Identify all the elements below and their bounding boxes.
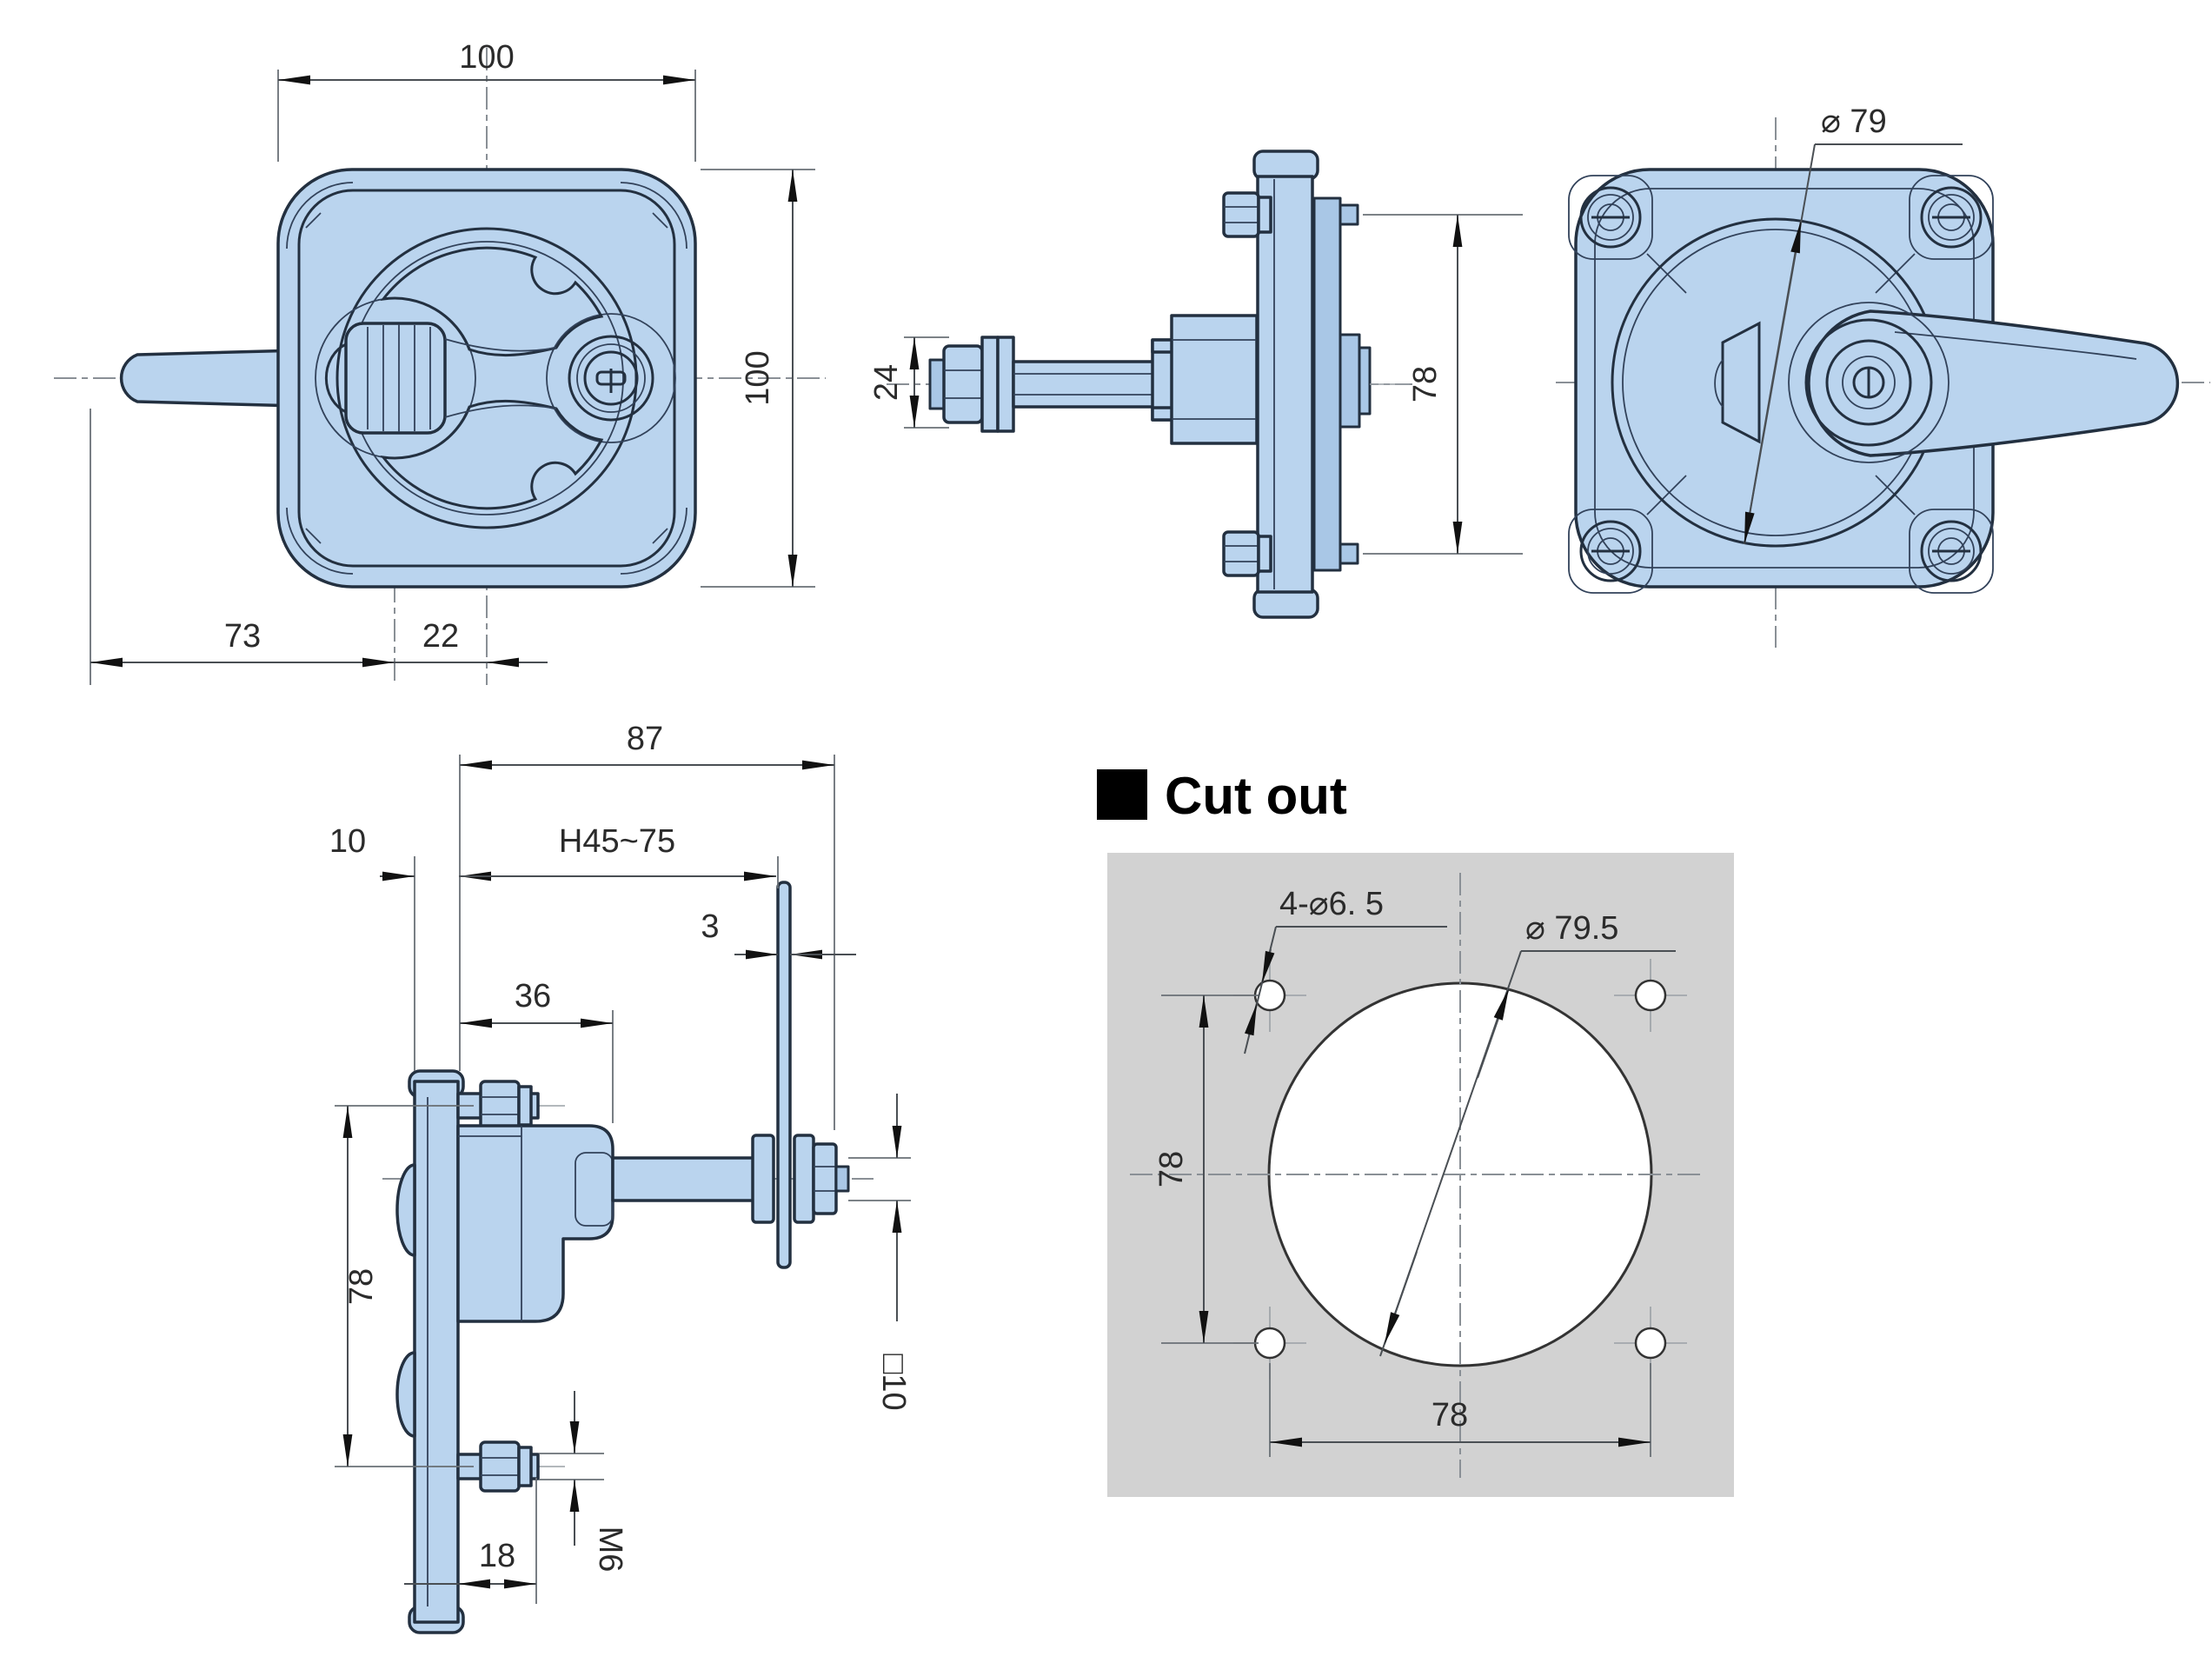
rear-handle (1807, 309, 2180, 457)
front-knob (324, 322, 557, 435)
dim-profile-front-lip: 10 (329, 823, 366, 860)
front-dimensions: 100 100 73 22 (90, 39, 815, 685)
front-corner-ticks (305, 212, 668, 544)
side-top-bolt (1222, 191, 1359, 238)
dim-front-width: 100 (459, 39, 514, 76)
dim-cutout-spacing-v: 78 (1153, 1151, 1190, 1187)
side-housing (1170, 314, 1259, 445)
profile-bottom-stud (432, 1440, 565, 1493)
dim-front-height: 100 (740, 350, 776, 405)
side-bottom-bolt (1222, 530, 1359, 577)
profile-bezel (395, 1069, 465, 1634)
screw-icon (1920, 186, 1983, 249)
cutout-view: Cut out 78 (1097, 767, 1734, 1497)
dim-side-bolt-spacing: 78 (1407, 366, 1444, 402)
dim-front-handle-length: 73 (224, 618, 261, 655)
dim-profile-total-depth: 87 (627, 721, 663, 757)
dim-profile-housing-depth: 36 (515, 978, 551, 1014)
cutout-heading: Cut out (1097, 767, 1347, 825)
front-view: 100 100 73 22 (54, 39, 826, 685)
dim-profile-square-shaft: □10 (875, 1354, 912, 1410)
dim-side-thread-length: 24 (868, 364, 905, 401)
dim-profile-grip-range: H45~75 (559, 823, 675, 860)
hole-icon (1614, 959, 1687, 1032)
front-crescent-top (380, 246, 604, 357)
front-body-corner-arcs (286, 182, 688, 575)
front-body (276, 168, 697, 589)
front-key-pocket-ring (546, 313, 676, 443)
dim-cutout-bore-diameter: ⌀ 79.5 (1525, 910, 1618, 947)
side-cam (1338, 333, 1410, 429)
cutout-centerlines (1130, 873, 1705, 1478)
profile-housing (456, 1124, 614, 1323)
dim-profile-stud-length: 18 (479, 1538, 515, 1574)
rear-view: ⌀ 79 (1556, 103, 2210, 648)
profile-view: 87 10 H45~75 3 36 78 18 (329, 721, 912, 1634)
screw-icon (1920, 520, 1983, 582)
profile-wing-blade (776, 881, 792, 1269)
rear-corner-screws (1568, 175, 1994, 594)
side-view: 24 78 (868, 150, 1523, 619)
rear-pawl (1714, 321, 1761, 444)
side-bezel-plate (1252, 150, 1342, 619)
dim-profile-blade-thickness: 3 (701, 908, 719, 945)
dim-profile-stud-spacing: 78 (343, 1268, 380, 1305)
rear-hub (1788, 302, 1950, 463)
profile-square-shaft (611, 1156, 755, 1202)
profile-dimensions: 87 10 H45~75 3 36 78 18 (329, 721, 912, 1604)
screw-icon (1579, 186, 1642, 249)
front-key-cylinder (568, 335, 654, 422)
dim-front-handle-offset: 22 (422, 618, 459, 655)
side-threaded-shaft (1012, 360, 1159, 409)
cutout-dimensions: 78 78 4-⌀6. 5 ⌀ 79.5 (1153, 886, 1676, 1457)
dim-cutout-corner-holes: 4-⌀6. 5 (1279, 886, 1384, 922)
rear-diameter-callout: ⌀ 79 (1744, 103, 1963, 545)
dim-cutout-spacing-h: 78 (1431, 1397, 1468, 1434)
side-screw-stack (928, 336, 1015, 433)
front-folded-handle (119, 349, 302, 408)
front-face-inner-rect (297, 189, 676, 568)
side-dimensions: 24 78 (868, 214, 1523, 555)
dim-rear-rotor-diameter: ⌀ 79 (1821, 103, 1887, 140)
cutout-bullet-icon (1097, 769, 1147, 820)
dim-profile-stud-thread: M6 (592, 1527, 628, 1573)
screw-icon (1579, 520, 1642, 582)
profile-grip-stack (751, 881, 850, 1269)
cutout-title: Cut out (1165, 767, 1347, 825)
hole-icon (1614, 1307, 1687, 1380)
